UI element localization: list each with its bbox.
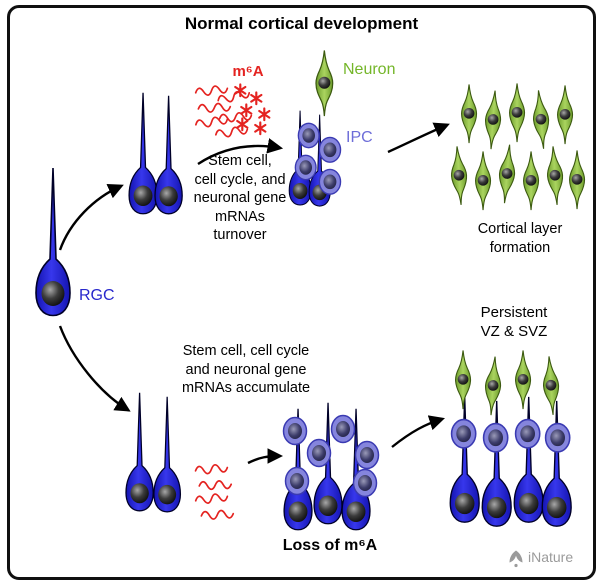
ipc-cell (318, 168, 342, 195)
neuron-cell (544, 145, 566, 206)
rgc-cell (35, 167, 71, 317)
neuron-cell (557, 84, 574, 145)
neuron-cell (475, 150, 492, 211)
persistent-vz-svz-label: Persistent VZ & SVZ (480, 304, 548, 341)
ipc-cell (352, 468, 378, 498)
rgc-cell (125, 392, 154, 512)
rgc-cell (541, 400, 572, 527)
loss-of-m6a-label: Loss of m⁶A (282, 537, 378, 554)
rgc-group-left (35, 167, 71, 317)
turnover-note: Stem cell, cell cycle, and neuronal gene… (193, 153, 287, 244)
m6a-star-icon (234, 83, 247, 98)
rgc-cell (153, 396, 182, 513)
arrow-rgc-to-bottom-pathway (58, 325, 131, 412)
cortical-layer-label: Cortical layer formation (477, 221, 563, 256)
ipc-cell (284, 466, 310, 496)
m6a-star-icon (254, 121, 267, 136)
ipc-cell (450, 418, 477, 449)
ipc-cell (330, 414, 356, 444)
ipc-cell (482, 422, 509, 453)
mrna-squiggle-icon (194, 83, 229, 98)
arrow-turnover-to-progenitors (197, 138, 284, 166)
neuron-cell (523, 150, 540, 211)
accumulate-note: Stem cell, cell cycle and neuronal gene … (181, 343, 311, 397)
neuron-cell (540, 355, 562, 416)
rgc-label: RGC (79, 287, 115, 304)
rgc-cell (481, 400, 512, 527)
neuron-cell (455, 349, 472, 410)
mrna-squiggle-icon (197, 101, 232, 114)
watermark-text: iNature (528, 549, 574, 565)
rgc-cell (128, 92, 158, 215)
mrna-accumulate-squiggles (194, 462, 235, 521)
mrna-squiggle-icon (216, 88, 252, 106)
cortical-layer-neurons (448, 82, 586, 211)
mrna-turnover-cluster (194, 83, 271, 140)
ipc-cell (282, 416, 308, 446)
ipc-cell (306, 438, 332, 468)
inature-logo-icon (509, 550, 523, 568)
neuron-cell (482, 89, 504, 151)
arrow-rgc-to-top-pathway (58, 183, 124, 251)
m6a-star-icon (258, 107, 271, 122)
mrna-squiggle-icon (198, 479, 233, 491)
mrna-squiggle-icon (194, 114, 229, 130)
ipc-cell (514, 418, 541, 449)
neuron-cell (530, 89, 552, 151)
neuron-cell (569, 149, 586, 210)
progenitor-cluster-bottom (282, 402, 380, 531)
ipc-cell (297, 122, 320, 149)
m6a-star-icon (250, 91, 263, 106)
mrna-squiggle-icon (194, 462, 229, 476)
neuron-cell (482, 355, 504, 417)
ipc-cell (318, 136, 342, 163)
rgc-cell (449, 396, 480, 523)
ipc-label: IPC (346, 129, 373, 146)
neuron-cell (509, 82, 526, 143)
neuron-cell (448, 145, 470, 206)
mrna-squiggle-icon (200, 508, 235, 521)
neuron-cell (461, 83, 478, 144)
arrow-to-persistent-vz-svz (391, 415, 445, 448)
neuron-cell (496, 143, 518, 205)
arrow-to-cortical-layer (387, 122, 450, 154)
rgc-pair-bottom-left (125, 392, 182, 513)
diagram-title: Normal cortical development (184, 14, 419, 33)
arrow-accumulate-to-cluster (247, 448, 284, 465)
rgc-cell (513, 396, 544, 523)
ipc-cell (354, 440, 380, 470)
neuron-cell (315, 49, 334, 117)
neuron-label: Neuron (343, 61, 396, 78)
m6a-label: m⁶A (232, 63, 264, 80)
arrows (58, 122, 450, 465)
mrna-squiggle-icon (194, 491, 229, 506)
rgc-pair-top-left (128, 92, 183, 215)
persistent-vz-svz-cluster (449, 349, 572, 527)
ipc-cell (544, 422, 571, 453)
